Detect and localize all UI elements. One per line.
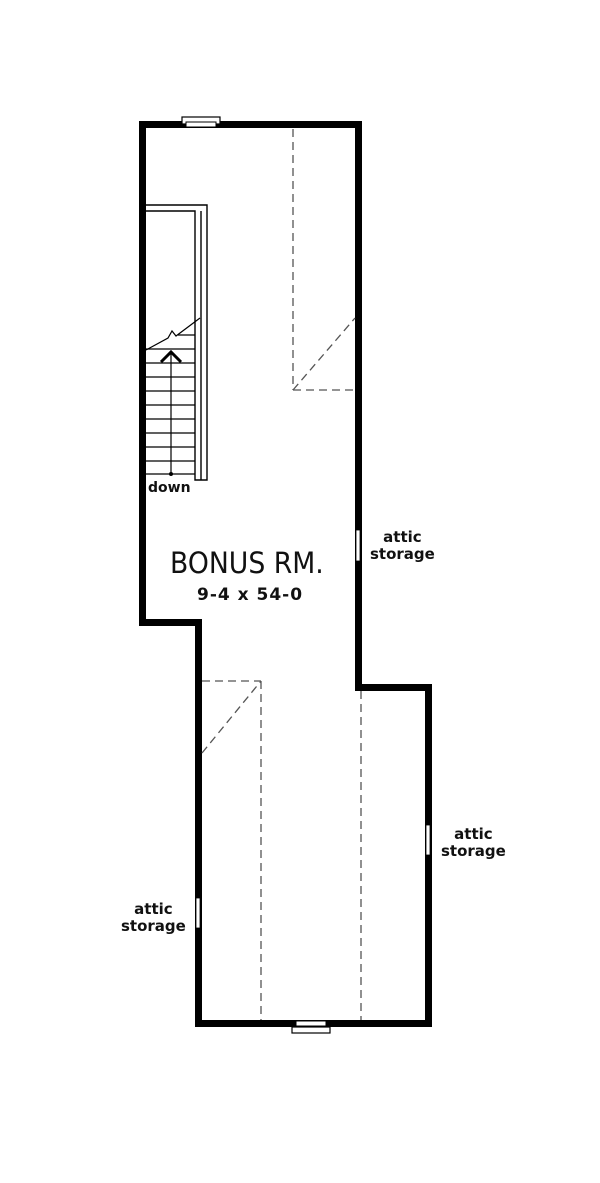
attic-label-line1: attic <box>134 900 173 918</box>
room-name: BONUS RM. <box>170 546 324 580</box>
attic-label-line2: storage <box>121 917 186 935</box>
attic-storage-label-lower-right: attic storage <box>441 826 506 860</box>
exterior-walls <box>139 121 432 1027</box>
slope-lines-lower <box>201 680 362 1020</box>
attic-storage-label-upper-right: attic storage <box>370 529 435 563</box>
attic-label-line2: storage <box>441 842 506 860</box>
up-arrow-icon <box>159 349 183 476</box>
attic-label-line1: attic <box>454 825 493 843</box>
attic-label-line2: storage <box>370 545 435 563</box>
attic-storage-label-lower-left: attic storage <box>121 901 186 935</box>
attic-label-line1: attic <box>383 528 422 546</box>
room-dimensions: 9-4 x 54-0 <box>197 585 304 605</box>
stair-enclosure <box>146 204 208 481</box>
window-top <box>181 116 221 128</box>
attic-access-doors <box>195 529 431 929</box>
slope-lines-upper <box>292 129 356 391</box>
stair-break-line <box>145 317 201 351</box>
window-bottom <box>291 1020 331 1034</box>
stairs-down-label: down <box>148 480 191 496</box>
